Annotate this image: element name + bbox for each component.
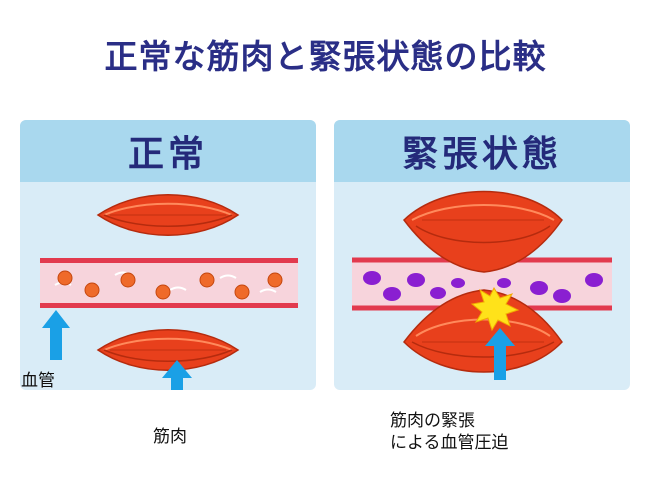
blood-cell: [267, 272, 283, 288]
blood-vessel-label: 血管: [21, 371, 55, 391]
lower-tense-muscle: [403, 289, 563, 373]
upper-muscle: [96, 194, 240, 236]
blood-cell: [451, 278, 465, 288]
blood-cell: [585, 273, 603, 287]
compression-label-line1: 筋肉の緊張: [390, 411, 475, 431]
blood-vessel: [40, 258, 298, 308]
upper-tense-muscle: [402, 190, 563, 273]
blood-cell: [363, 271, 381, 285]
burst-icon: [470, 286, 520, 332]
blood-cell: [120, 272, 136, 288]
compression-label-line2: による血管圧迫: [390, 433, 509, 453]
blood-cell: [407, 273, 425, 287]
normal-illustration: [40, 194, 298, 390]
page-title: 正常な筋肉と緊張状態の比較: [104, 37, 547, 76]
tense-panel-heading: 緊張状態: [334, 120, 630, 182]
up-arrow-icon: [42, 310, 70, 360]
tense-panel: 緊張状態: [334, 120, 630, 390]
lower-muscle: [96, 329, 240, 371]
blood-cell: [84, 282, 100, 298]
blood-cell: [57, 270, 73, 286]
muscle-label: 筋肉: [153, 427, 187, 447]
blood-cell: [155, 284, 171, 300]
tense-illustration: [352, 190, 612, 380]
blood-cell: [383, 287, 401, 301]
blood-cell: [530, 281, 548, 295]
blood-cell: [430, 287, 446, 299]
up-arrow-icon: [485, 328, 515, 380]
normal-panel-heading: 正常: [20, 120, 316, 182]
normal-panel: 正常: [20, 120, 316, 390]
blood-cell: [199, 272, 215, 288]
compression-label: 筋肉の緊張 による血管圧迫: [390, 410, 509, 454]
up-arrow-icon: [162, 360, 192, 390]
blood-cell: [234, 284, 250, 300]
blood-cell: [553, 289, 571, 303]
blood-cell: [497, 278, 511, 288]
